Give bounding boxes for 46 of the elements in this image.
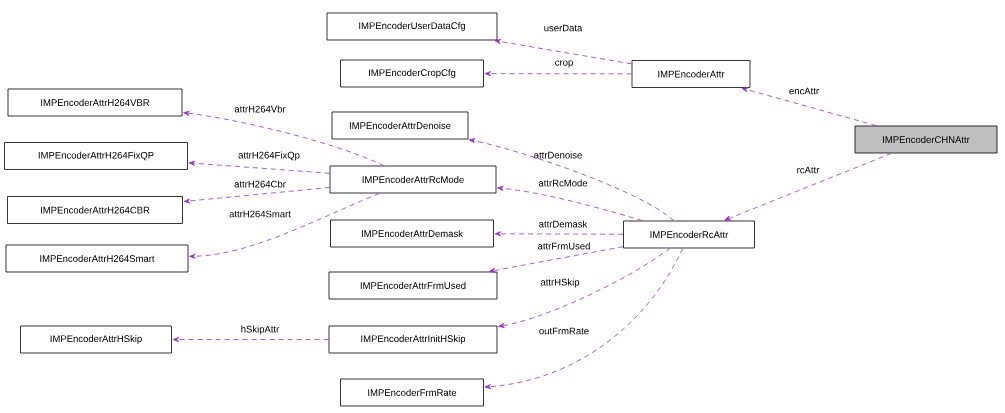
arrow xyxy=(494,39,632,65)
edge-label: attrDemask xyxy=(539,220,588,228)
class-box: IMPEncoderFrmRate xyxy=(340,378,484,407)
edge-label: userData xyxy=(544,24,583,32)
edge-label: attrRcMode xyxy=(538,179,588,187)
edge-label: attrH264Vbr xyxy=(234,105,286,113)
class-box: IMPEncoderRcAttr xyxy=(623,220,755,249)
arrow xyxy=(468,138,675,221)
arrow xyxy=(188,160,330,174)
arrow xyxy=(189,193,380,259)
class-box: IMPEncoderAttrFrmUsed xyxy=(328,271,498,300)
class-box: IMPEncoderAttrRcMode xyxy=(329,165,497,194)
class-box: IMPEncoderAttrH264CBR xyxy=(7,196,183,224)
class-box: IMPEncoderAttrDemask xyxy=(330,219,494,248)
edge-label: encAttr xyxy=(789,87,819,95)
class-box: IMPEncoderAttrHSkip xyxy=(20,325,172,354)
arrow xyxy=(494,231,624,237)
arrow xyxy=(724,153,892,221)
arrow xyxy=(484,248,684,390)
class-box: IMPEncoderAttrH264Smart xyxy=(5,244,189,273)
edge-label: outFrmRate xyxy=(539,327,589,335)
class-box: IMPEncoderAttrDenoise xyxy=(331,111,469,140)
class-box: IMPEncoderAttrH264VBR xyxy=(7,88,183,117)
arrow xyxy=(484,71,632,77)
class-box: IMPEncoderAttrH264FixQP xyxy=(4,142,188,170)
edge-label: attrDenoise xyxy=(534,151,582,159)
class-box: IMPEncoderCropCfg xyxy=(340,59,484,88)
class-box: IMPEncoderAttr xyxy=(631,60,751,88)
edge-label: attrH264FixQp xyxy=(238,151,300,161)
edge-label: attrFrmUsed xyxy=(538,242,590,250)
arrow xyxy=(497,185,643,221)
class-box: IMPEncoderUserDataCfg xyxy=(326,12,498,41)
edge-label: attrH264Cbr xyxy=(234,180,286,188)
class-box: IMPEncoderCHNAttr xyxy=(854,125,998,154)
class-box: IMPEncoderAttrInitHSkip xyxy=(328,325,498,354)
edge-label: rcAttr xyxy=(797,166,820,174)
arrow xyxy=(183,187,330,204)
arrow xyxy=(183,110,385,166)
arrow xyxy=(488,246,624,273)
edge-label: attrH264Smart xyxy=(229,210,291,218)
edge-label: hSkipAttr xyxy=(241,325,280,335)
arrow xyxy=(741,87,877,126)
arrow xyxy=(172,337,329,342)
edge-label: crop xyxy=(555,60,573,68)
edge-label: attrHSkip xyxy=(540,278,580,288)
arrow xyxy=(498,248,671,328)
